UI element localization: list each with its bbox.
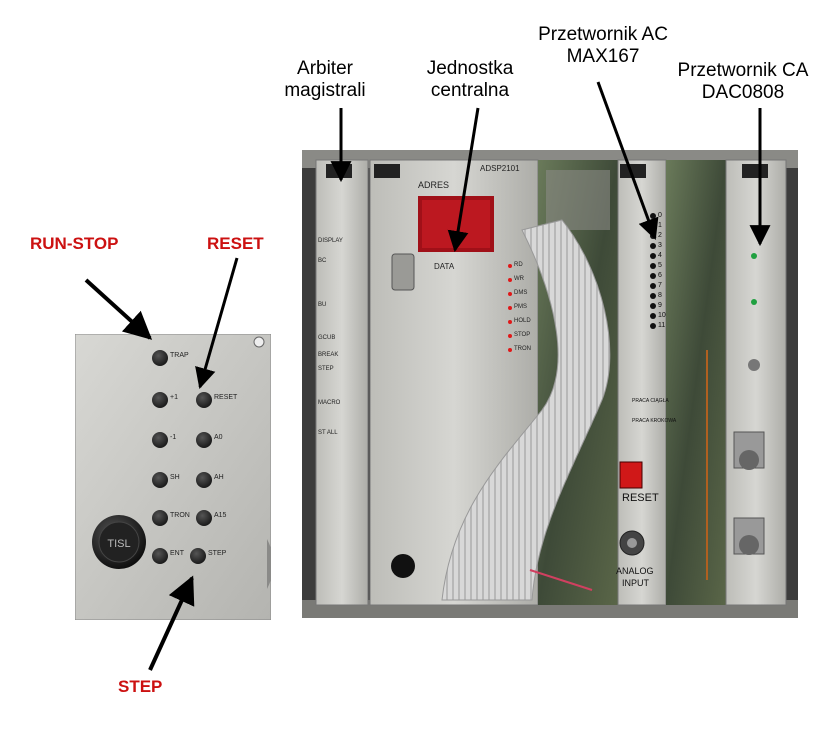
adc-channel-led — [650, 313, 656, 319]
arbiter-card-label: DISPLAY — [318, 238, 343, 244]
left-panel-button-label: RESET — [214, 394, 238, 401]
arbiter-card-label: STEP — [318, 366, 334, 372]
label-arbiter-line2: magistrali — [284, 80, 366, 101]
label-adc-line2: MAX167 — [566, 46, 640, 67]
left-panel-button-label: TRON — [170, 512, 190, 519]
arbiter-card-label: ST ALL — [318, 430, 338, 436]
adc-channel-led — [650, 323, 656, 329]
cpu-led — [508, 278, 512, 282]
arrow-adc — [596, 81, 659, 240]
arbiter-card-label: BC — [318, 258, 327, 264]
cpu-indicator-label: TRON — [514, 346, 531, 352]
arrow-step — [148, 575, 195, 671]
adc-channel-label: 4 — [658, 252, 662, 259]
label-dac: Przetwornik CA DAC0808 — [660, 60, 826, 104]
cpu-model: ADSP2101 — [480, 164, 520, 173]
adc-input-label: INPUT — [622, 578, 649, 588]
arbiter-card-label: GCUB — [318, 335, 336, 341]
cpu-indicator-label: PMS — [514, 304, 528, 310]
left-panel-button[interactable] — [196, 510, 212, 526]
cpu-led — [508, 320, 512, 324]
left-panel-button-label: STEP — [208, 550, 227, 557]
cpu-indicator-label: RD — [514, 262, 523, 268]
left-panel-button-label: A0 — [214, 434, 223, 441]
label-run-stop: RUN-STOP — [30, 234, 119, 253]
arbiter-card-label: BREAK — [318, 352, 339, 358]
left-panel-button[interactable] — [196, 432, 212, 448]
adc-reset-label: RESET — [622, 492, 659, 504]
cpu-led — [508, 306, 512, 310]
label-arbiter: Arbiter magistrali — [280, 58, 370, 102]
adc-channel-label: 11 — [658, 322, 666, 329]
left-panel-button[interactable] — [152, 392, 168, 408]
cpu-indicator-label: STOP — [514, 332, 531, 338]
left-panel-button[interactable] — [196, 472, 212, 488]
label-cpu-line2: centralna — [430, 80, 510, 101]
adc-channel-label: 5 — [658, 262, 662, 269]
cpu-brand: ADRES — [418, 180, 450, 190]
label-adc: Przetwornik AC MAX167 — [520, 24, 686, 68]
arrow-reset — [195, 257, 239, 390]
label-cpu: Jednostka centralna — [415, 58, 525, 102]
adc-work-label: PRACA CIĄGŁA — [632, 398, 669, 404]
cpu-led — [508, 264, 512, 268]
left-panel-button[interactable] — [152, 432, 168, 448]
cpu-indicator-label: DMS — [514, 290, 528, 296]
adc-channel-label: 2 — [658, 232, 662, 239]
adc-channel-led — [650, 263, 656, 269]
label-dac-line2: DAC0808 — [701, 82, 785, 103]
label-dac-line1: Przetwornik CA — [677, 60, 809, 81]
adc-channel-label: 9 — [658, 302, 662, 309]
arbiter-card-label: MACRO — [318, 400, 341, 406]
left-panel-button[interactable] — [196, 392, 212, 408]
adc-channel-led — [650, 243, 656, 249]
adc-channel-led — [650, 283, 656, 289]
adc-channel-label: 6 — [658, 272, 662, 279]
adc-channel-led — [650, 303, 656, 309]
left-panel-button-label: SH — [170, 474, 180, 481]
adc-channel-led — [650, 213, 656, 219]
arrow-run-stop — [84, 278, 153, 340]
left-panel-button[interactable] — [152, 350, 168, 366]
left-panel-button-label: A15 — [214, 512, 227, 519]
adc-channel-label: 8 — [658, 292, 662, 299]
adc-channel-led — [650, 253, 656, 259]
left-panel-button[interactable] — [152, 472, 168, 488]
left-panel-button-label: TRAP — [170, 352, 189, 359]
label-adc-line1: Przetwornik AC — [538, 24, 668, 45]
left-panel-button-label: AH — [214, 474, 224, 481]
left-panel-button[interactable] — [190, 548, 206, 564]
adc-channel-label: 10 — [658, 312, 666, 319]
left-panel-photo: TISL — [75, 334, 271, 620]
adc-channel-label: 7 — [658, 282, 662, 289]
cpu-led — [508, 334, 512, 338]
label-step: STEP — [118, 677, 163, 696]
left-panel-button-label: +1 — [170, 394, 178, 401]
adc-channel-label: 1 — [658, 222, 662, 229]
cpu-indicator-label: WR — [514, 276, 524, 282]
adc-channel-led — [650, 273, 656, 279]
svg-text:TISL: TISL — [107, 538, 130, 550]
arrow-cpu — [447, 107, 480, 253]
cpu-indicator-label: HOLD — [514, 318, 531, 324]
left-panel-button-label: -1 — [170, 434, 177, 441]
label-reset: RESET — [207, 234, 264, 253]
adc-analog-label: ANALOG — [616, 566, 654, 576]
left-panel-button[interactable] — [152, 548, 168, 564]
left-panel-button[interactable] — [152, 510, 168, 526]
left-panel-button-label: ENT — [170, 550, 184, 557]
cpu-led — [508, 348, 512, 352]
adc-channel-label: 3 — [658, 242, 662, 249]
label-cpu-line1: Jednostka — [426, 58, 514, 79]
cpu-data-label: DATA — [434, 262, 455, 271]
adc-work-label: PRACA KROKOWA — [632, 418, 677, 424]
arbiter-card-label: BU — [318, 302, 327, 308]
label-arbiter-line1: Arbiter — [297, 58, 353, 79]
adc-channel-label: 0 — [658, 212, 662, 219]
adc-channel-led — [650, 293, 656, 299]
cpu-led — [508, 292, 512, 296]
